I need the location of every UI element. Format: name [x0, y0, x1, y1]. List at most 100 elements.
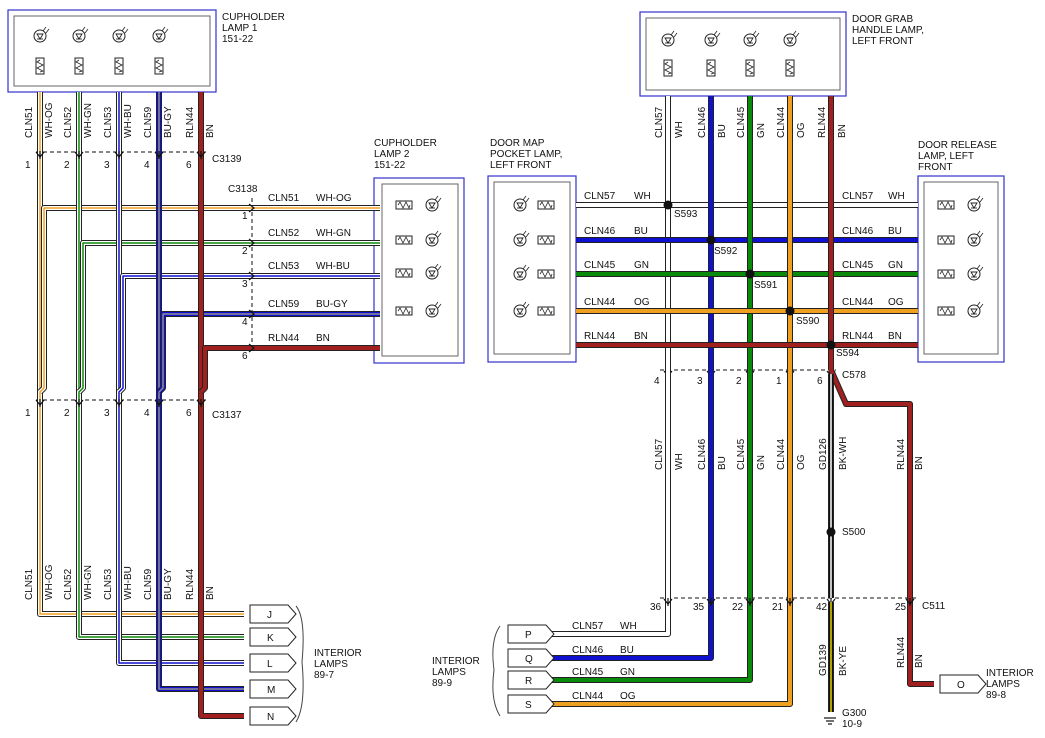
wire-color-label: WH-OG: [44, 564, 55, 600]
wire-circuit-label: CLN57: [584, 191, 616, 202]
interior-lamp-pin-r-shape: [507, 670, 555, 690]
pin-number-label: 2: [64, 408, 70, 419]
wire-circuit-label: CLN45: [736, 438, 747, 470]
right-lower-CLN46-outline: [548, 370, 714, 661]
lamp-1-resistor-icon: [35, 57, 45, 75]
pin-number-label: 22: [732, 602, 744, 613]
lamp-2-resistor-icon: [395, 306, 413, 316]
splice-s593-label: S593: [674, 209, 698, 220]
left-lower-wire-RLN44: [198, 400, 244, 719]
interior-lamp-pin-q-letter: Q: [525, 654, 533, 665]
map-lamp-resistor-icon: [537, 235, 555, 245]
splice-s500-dot: [826, 527, 836, 537]
right-lower-CLN44: [548, 370, 793, 707]
door-map-pocket-lamp-label: DOOR MAP POCKET LAMP, LEFT FRONT: [490, 138, 565, 171]
wire-circuit-label: CLN45: [842, 260, 874, 271]
release-lamp-resistor-icon: [937, 200, 955, 210]
wire-color-label: BN: [837, 124, 848, 138]
grab-lamp-resistor-icon: [785, 59, 795, 77]
wire-circuit-label: GD126: [818, 438, 829, 470]
wire-color-label: OG: [620, 691, 636, 702]
interior-lamp-pin-l: L: [249, 653, 297, 673]
wire-color-label: BK-WH: [838, 437, 849, 470]
right-lower-RLN44: [828, 368, 934, 687]
interior-lamp-pin-o: O: [939, 674, 987, 694]
interior-lamp-pin-j: J: [249, 604, 297, 624]
interior-lamp-pin-n: N: [249, 706, 297, 726]
wire-circuit-label: CLN46: [697, 438, 708, 470]
pin-number-label: 6: [186, 160, 192, 171]
right-lower-CLN57-outline: [548, 370, 671, 637]
interior-lamp-pin-k-shape: [249, 627, 297, 647]
wire-circuit-label: CLN51: [24, 568, 35, 600]
wire-circuit-label: CLN46: [842, 226, 874, 237]
left-branch-CLN59-stripe: [158, 313, 380, 393]
interior-lamp-pin-n-letter: N: [267, 712, 274, 723]
left-branch-CLN59-fill: [157, 312, 380, 394]
wire-color-label: BN: [316, 333, 330, 344]
cupholder-lamp-1-body: [13, 15, 211, 87]
wire-circuit-label: RLN44: [896, 636, 907, 668]
release-lamp-resistor-icon: [937, 269, 955, 279]
wire-circuit-label: CLN46: [697, 106, 708, 138]
connector-c3139-label: C3139: [212, 154, 242, 165]
wire-color-label: BU: [888, 226, 902, 237]
interior-lamp-pin-q-shape: [507, 648, 555, 668]
interior-lamp-pin-k-letter: K: [267, 633, 274, 644]
wire-color-label: OG: [888, 297, 904, 308]
left-branch-CLN53: [116, 273, 380, 395]
right-lower-CLN44-fill: [548, 370, 792, 706]
wire-circuit-label: RLN44: [817, 106, 828, 138]
wire-color-label: GN: [888, 260, 903, 271]
interior-lamp-pin-l-letter: L: [267, 659, 273, 670]
door-grab-handle-lamp-body: [645, 17, 841, 91]
interior-lamp-pin-m: M: [249, 679, 297, 699]
interior-lamp-pin-r-letter: R: [525, 676, 532, 687]
wire-color-label: BN: [205, 124, 216, 138]
splice-s591-label: S591: [754, 280, 778, 291]
pin-number-label: 3: [697, 376, 703, 387]
wire-circuit-label: CLN45: [572, 667, 604, 678]
wire-color-label: GN: [756, 123, 767, 138]
lamp-2-resistor-icon: [395, 235, 413, 245]
interior-lamp-pin-s-letter: S: [525, 700, 532, 711]
wire-circuit-label: CLN57: [842, 191, 874, 202]
wire-circuit-label: CLN45: [736, 106, 747, 138]
right-lower-CLN46: [548, 370, 714, 661]
wire-color-label: WH: [674, 453, 685, 470]
cupholder-lamp-2-body: [381, 183, 459, 357]
splice-dot: [826, 340, 836, 350]
splice-s594-label: S594: [836, 348, 860, 359]
right-lower-CLN57-fill: [548, 370, 670, 636]
pin-number-label: 2: [242, 246, 248, 257]
lamp-1-resistor-icon: [74, 57, 84, 75]
left-branch-RLN44: [198, 345, 380, 395]
left-branch-CLN53-stripe: [118, 275, 380, 393]
connector-c578-label: C578: [842, 370, 866, 381]
interior-lamp-pin-o-shape: [939, 674, 987, 694]
interior-lamp-pin-m-letter: M: [267, 685, 275, 696]
right-lower-CLN45-fill: [548, 370, 752, 682]
lamp-2-resistor-icon: [395, 268, 413, 278]
wire-color-label: BN: [205, 586, 216, 600]
wire-color-label: BK-YE: [838, 646, 849, 676]
wire-circuit-label: CLN52: [63, 568, 74, 600]
wire-circuit-label: CLN51: [268, 193, 300, 204]
left-branch-CLN59: [156, 311, 380, 395]
ground-ref-label: 10-9: [842, 719, 862, 730]
ground-g300-icon: [824, 717, 836, 725]
right-lower-CLN57: [548, 370, 671, 637]
interior-lamp-pin-s-shape: [507, 694, 555, 714]
interior-lamp-pin-p-shape: [507, 624, 555, 644]
wire-circuit-label: GD139: [818, 644, 829, 676]
left-lower-wire-CLN52: [76, 400, 244, 640]
wire-circuit-label: RLN44: [584, 331, 616, 342]
pin-number-label: 3: [104, 160, 110, 171]
interior-lamps-89-9-bracket: [492, 625, 501, 717]
left-lower-wire-RLN44-fill: [199, 400, 244, 718]
wire-color-label: BU-GY: [163, 106, 174, 138]
wire-circuit-label: CLN59: [143, 106, 154, 138]
interior-lamps-89-7-bracket: [295, 605, 304, 723]
wire-circuit-label: CLN57: [654, 106, 665, 138]
wire-color-label: BN: [914, 654, 925, 668]
